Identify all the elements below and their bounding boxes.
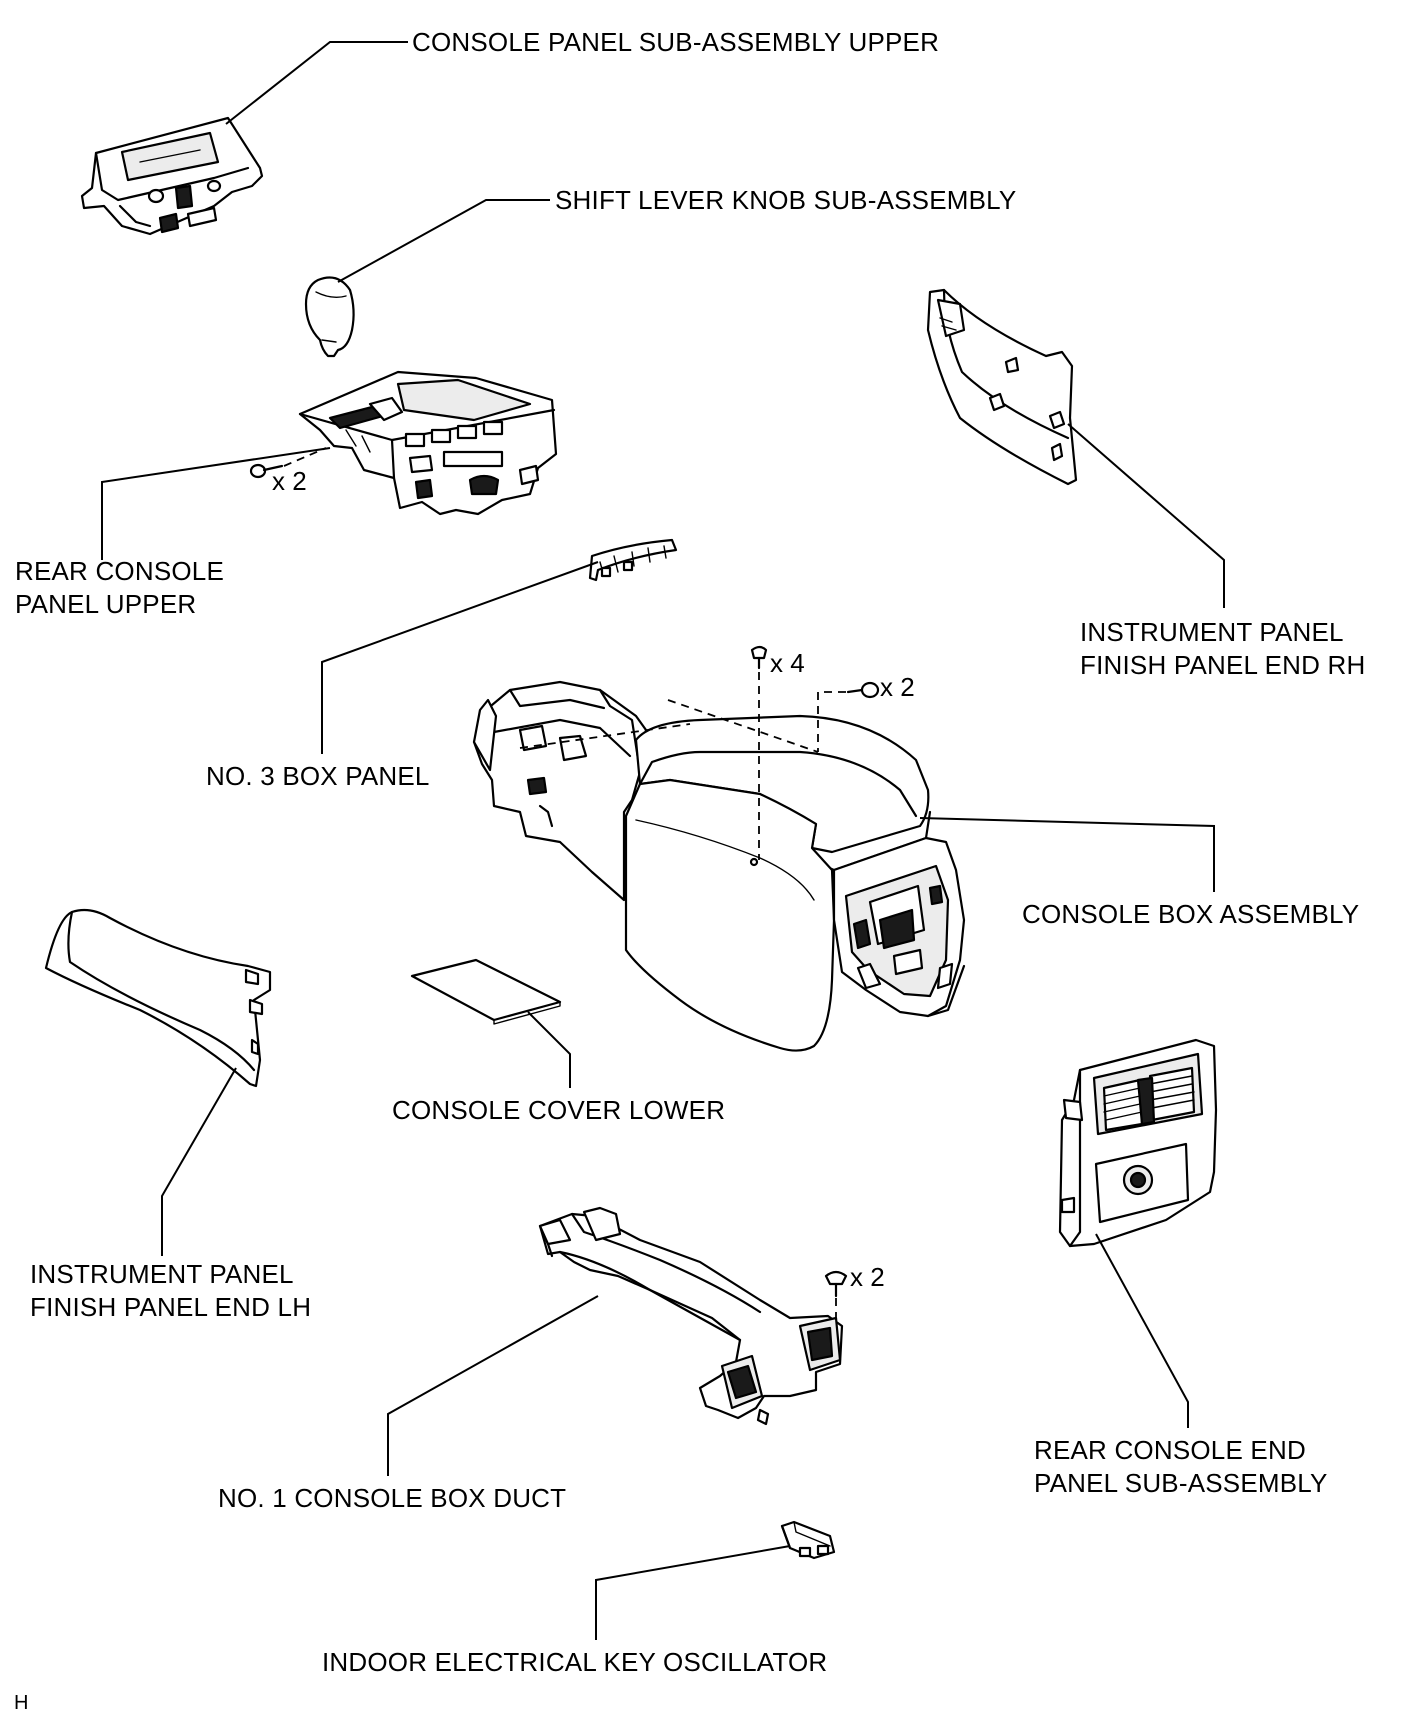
- rear-console-end-panel-part: [1058, 1038, 1218, 1248]
- label-finish-panel-end-lh: INSTRUMENT PANEL FINISH PANEL END LH: [30, 1258, 311, 1324]
- label-no3-box-panel: NO. 3 BOX PANEL: [206, 761, 430, 791]
- label-rear-console-panel-upper-line1: REAR CONSOLE: [15, 556, 225, 586]
- console-cover-lower-part: [410, 958, 562, 1025]
- label-shift-lever-knob: SHIFT LEVER KNOB SUB-ASSEMBLY: [555, 185, 1017, 215]
- qty-console-box-screws: x 2: [880, 672, 915, 702]
- qty-console-box-clips: x 4: [770, 648, 805, 678]
- qty-duct-clips: x 2: [850, 1262, 885, 1292]
- label-finish-panel-end-rh-line1: INSTRUMENT PANEL: [1080, 617, 1344, 647]
- label-key-oscillator: INDOOR ELECTRICAL KEY OSCILLATOR: [322, 1647, 828, 1677]
- finish-panel-end-rh-part: [926, 288, 1078, 486]
- console-box-clip-part: [750, 645, 768, 670]
- duct-clip-part: [824, 1270, 848, 1298]
- label-rear-console-panel-upper-line2: PANEL UPPER: [15, 589, 197, 619]
- label-finish-panel-end-lh-line1: INSTRUMENT PANEL: [30, 1259, 294, 1289]
- leader-lines: [101, 41, 1225, 1640]
- rear-console-screw-part: [249, 463, 284, 479]
- shift-lever-knob-part: [304, 276, 355, 358]
- corner-code: H: [14, 1692, 29, 1714]
- key-oscillator-part: [780, 1520, 836, 1560]
- label-rear-console-panel-upper: REAR CONSOLE PANEL UPPER: [15, 555, 224, 621]
- label-rear-console-end-panel-line1: REAR CONSOLE END: [1034, 1435, 1306, 1465]
- label-rear-console-end-panel-line2: PANEL SUB-ASSEMBLY: [1034, 1468, 1328, 1498]
- label-finish-panel-end-rh-line2: FINISH PANEL END RH: [1080, 650, 1366, 680]
- console-panel-upper-part: [80, 116, 264, 236]
- no3-box-panel-part: [588, 538, 678, 582]
- label-no1-console-box-duct: NO. 1 CONSOLE BOX DUCT: [218, 1483, 567, 1513]
- label-finish-panel-end-lh-line2: FINISH PANEL END LH: [30, 1292, 312, 1322]
- label-console-box-assembly: CONSOLE BOX ASSEMBLY: [1022, 899, 1360, 929]
- console-box-screw-part: [846, 681, 880, 699]
- qty-rear-console-screws: x 2: [272, 466, 307, 496]
- no1-console-box-duct-part: [538, 1206, 844, 1426]
- label-finish-panel-end-rh: INSTRUMENT PANEL FINISH PANEL END RH: [1080, 616, 1366, 682]
- label-rear-console-end-panel: REAR CONSOLE END PANEL SUB-ASSEMBLY: [1034, 1434, 1328, 1500]
- finish-panel-end-lh-part: [44, 908, 272, 1088]
- rear-console-panel-upper-part: [298, 370, 558, 516]
- console-box-assembly-part: [472, 680, 966, 1052]
- label-console-panel-upper: CONSOLE PANEL SUB-ASSEMBLY UPPER: [412, 27, 940, 57]
- label-console-cover-lower: CONSOLE COVER LOWER: [392, 1095, 726, 1125]
